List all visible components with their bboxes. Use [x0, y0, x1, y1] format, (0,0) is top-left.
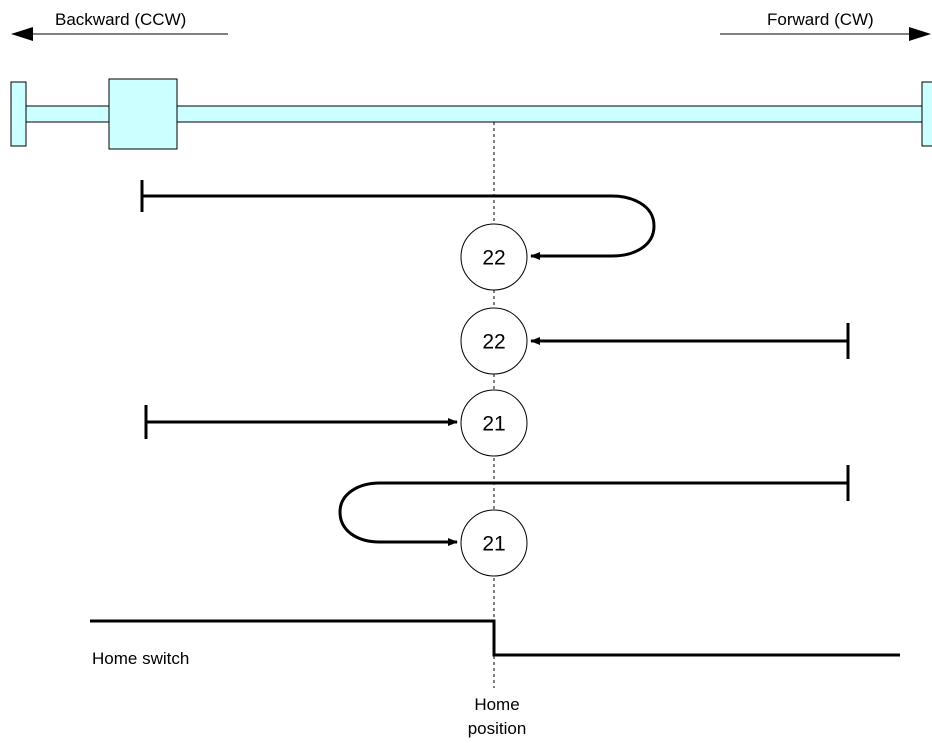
forward-direction-indicator: Forward (CW) [720, 10, 931, 41]
right-end-stop [921, 81, 932, 147]
homing-method-marker-1: 22 [460, 223, 528, 291]
homing-path-3 [144, 405, 458, 439]
homing-method-marker-2: 22 [460, 307, 528, 375]
backward-direction-indicator: Backward (CCW) [11, 10, 228, 41]
shaft-left [25, 105, 110, 123]
backward-label: Backward (CCW) [55, 10, 186, 29]
homing-method-marker-4: 21 [460, 509, 528, 577]
forward-label: Forward (CW) [767, 10, 874, 29]
method-number: 22 [482, 247, 505, 270]
shaft-right [176, 105, 923, 123]
method-number: 21 [482, 413, 505, 436]
left-end-stop [10, 81, 27, 147]
method-number: 21 [482, 533, 505, 556]
homing-method-marker-3: 21 [460, 389, 528, 457]
home-position-label-line1: Home [474, 695, 519, 714]
home-position-label-line2: position [468, 719, 527, 738]
path-arrow [338, 481, 848, 546]
method-number: 22 [482, 331, 505, 354]
homing-path-1 [140, 180, 656, 260]
home-switch-signal: Home switch [90, 619, 900, 668]
home-switch-label: Home switch [92, 649, 189, 668]
homing-path-2 [530, 323, 850, 359]
carriage [108, 78, 178, 150]
linear-axis [10, 78, 932, 150]
home-position-caption: Home position [468, 695, 527, 738]
path-arrow [142, 194, 656, 260]
homing-path-4 [338, 465, 850, 546]
home-switch-waveform [90, 619, 900, 657]
